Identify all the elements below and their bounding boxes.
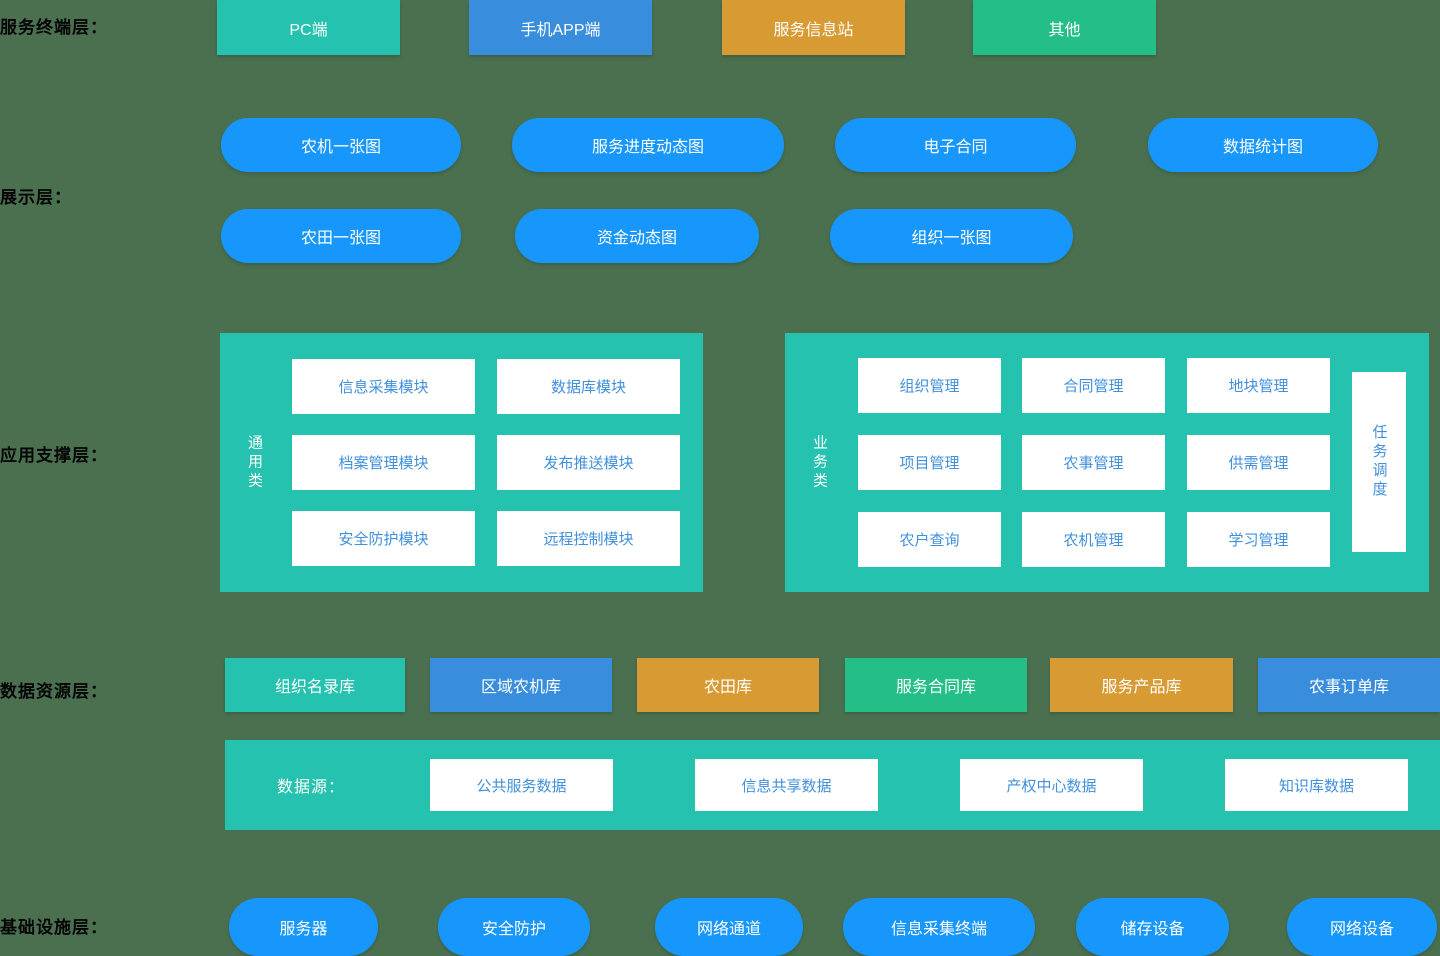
category-label-business: 业务类 — [811, 434, 828, 491]
category-label-general: 通用类 — [246, 434, 263, 491]
terminal-box-service-info-station: 服务信息站 — [722, 0, 905, 55]
source-box-property-center: 产权中心数据 — [960, 759, 1143, 811]
module-box-security: 安全防护模块 — [292, 511, 475, 566]
module-box-database: 数据库模块 — [497, 359, 680, 414]
infra-pill-server: 服务器 — [229, 898, 378, 956]
db-box-farmland: 农田库 — [637, 658, 819, 712]
terminal-box-other: 其他 — [973, 0, 1156, 55]
pill-funds-dynamics: 资金动态图 — [515, 209, 759, 263]
module-box-archive-mgmt: 档案管理模块 — [292, 435, 475, 490]
pill-data-statistics: 数据统计图 — [1148, 118, 1378, 172]
pill-e-contract: 电子合同 — [835, 118, 1076, 172]
terminal-box-mobile-app: 手机APP端 — [469, 0, 652, 55]
layer-label-app-support: 应用支撑层： — [0, 446, 108, 465]
infra-pill-info-collection-terminal: 信息采集终端 — [843, 898, 1035, 956]
layer-label-service-terminal: 服务终端层： — [0, 18, 108, 37]
layer-label-data-resource: 数据资源层： — [0, 682, 108, 701]
infra-pill-security: 安全防护 — [438, 898, 590, 956]
data-source-container: 数据源： 公共服务数据 信息共享数据 产权中心数据 知识库数据 — [225, 740, 1440, 830]
business-box-machinery-mgmt: 农机管理 — [1022, 512, 1165, 567]
module-box-remote-control: 远程控制模块 — [497, 511, 680, 566]
infra-pill-network-channel: 网络通道 — [655, 898, 803, 956]
business-box-organization-mgmt: 组织管理 — [858, 358, 1001, 413]
pill-organization-map: 组织一张图 — [830, 209, 1073, 263]
infra-pill-storage-device: 储存设备 — [1076, 898, 1229, 956]
pill-farmland-map: 农田一张图 — [221, 209, 461, 263]
business-box-farmer-query: 农户查询 — [858, 512, 1001, 567]
task-scheduling-box: 任务调度 — [1352, 372, 1406, 552]
source-box-knowledge-base: 知识库数据 — [1225, 759, 1408, 811]
pill-machinery-map: 农机一张图 — [221, 118, 461, 172]
db-box-farming-order: 农事订单库 — [1258, 658, 1440, 712]
db-box-org-directory: 组织名录库 — [225, 658, 405, 712]
db-box-region-machinery: 区域农机库 — [430, 658, 612, 712]
module-box-info-collection: 信息采集模块 — [292, 359, 475, 414]
db-box-service-contract: 服务合同库 — [845, 658, 1027, 712]
business-box-plot-mgmt: 地块管理 — [1187, 358, 1330, 413]
terminal-box-pc: PC端 — [217, 0, 400, 55]
infra-pill-network-device: 网络设备 — [1287, 898, 1437, 956]
business-box-contract-mgmt: 合同管理 — [1022, 358, 1165, 413]
business-box-farming-mgmt: 农事管理 — [1022, 435, 1165, 490]
data-source-label: 数据源： — [277, 779, 346, 796]
source-box-public-service: 公共服务数据 — [430, 759, 613, 811]
layer-label-display: 展示层： — [0, 188, 72, 207]
general-modules-container: 通用类 信息采集模块 数据库模块 档案管理模块 发布推送模块 安全防护模块 远程… — [220, 333, 703, 592]
source-box-info-sharing: 信息共享数据 — [695, 759, 878, 811]
module-box-publish-push: 发布推送模块 — [497, 435, 680, 490]
business-box-learning-mgmt: 学习管理 — [1187, 512, 1330, 567]
business-box-project-mgmt: 项目管理 — [858, 435, 1001, 490]
layer-label-infrastructure: 基础设施层： — [0, 918, 108, 937]
business-modules-container: 业务类 组织管理 合同管理 地块管理 项目管理 农事管理 供需管理 农户查询 农… — [785, 333, 1429, 592]
db-box-service-product: 服务产品库 — [1050, 658, 1233, 712]
business-box-supply-demand: 供需管理 — [1187, 435, 1330, 490]
pill-service-progress: 服务进度动态图 — [512, 118, 784, 172]
